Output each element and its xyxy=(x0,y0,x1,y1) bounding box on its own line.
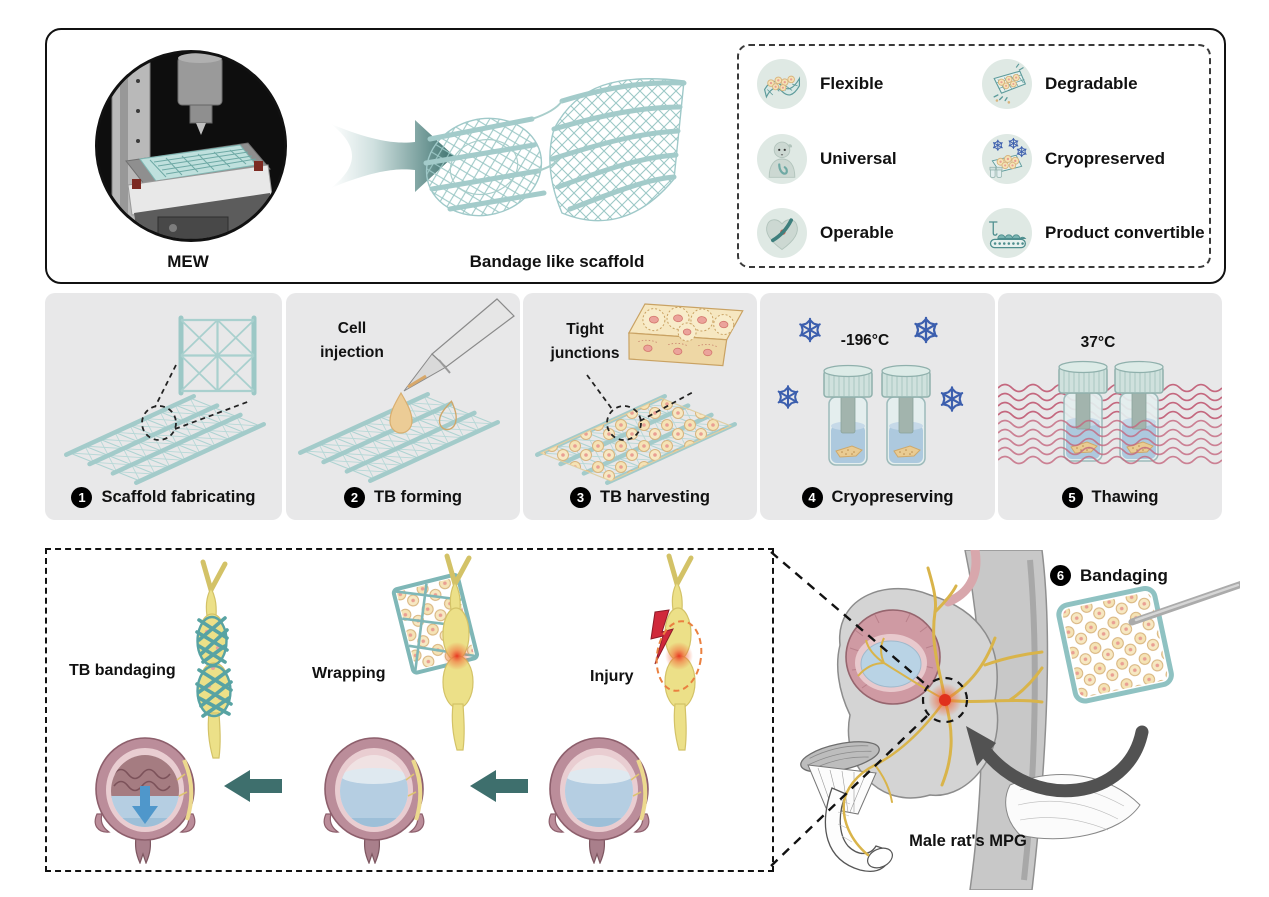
top-overview-box: MEW Bandage xyxy=(45,28,1226,284)
step-caption: 4 Cryopreserving xyxy=(760,487,995,508)
property-label: Degradable xyxy=(1045,74,1138,93)
panel-cryopreserving: -196°C 4 Cryopreserving xyxy=(760,293,995,520)
step-number-badge: 5 xyxy=(1061,487,1083,508)
step-caption: 2 TB forming xyxy=(286,487,520,508)
flow-arrow-icon xyxy=(331,120,454,192)
property-universal: Universal xyxy=(757,134,897,184)
step-number-badge: 2 xyxy=(344,487,365,508)
property-operable: Operable xyxy=(757,208,894,258)
step-label: Scaffold fabricating xyxy=(101,488,256,506)
cell-injection-annotation: Cell injection xyxy=(320,320,384,362)
mew-label: MEW xyxy=(167,252,209,271)
bandaged-nerve-illustration xyxy=(195,559,233,759)
tight-junctions-annotation: Tight junctions xyxy=(550,321,620,363)
injured-nerve-illustration xyxy=(650,553,703,751)
stage-label-tb-bandaging: TB bandaging xyxy=(69,662,176,679)
step-label: Cryopreserving xyxy=(831,488,954,506)
property-degradable: Degradable xyxy=(982,59,1138,109)
step-caption: 5 Thawing xyxy=(998,487,1222,508)
mew-printer-photo xyxy=(95,50,287,242)
property-label: Flexible xyxy=(820,74,884,93)
baby-icon xyxy=(757,134,807,184)
properties-box: Flexible Universal xyxy=(737,44,1211,268)
cryopreserving-illustration xyxy=(760,293,995,466)
bandage-scaffold-illustration xyxy=(423,78,687,222)
tb-harvesting-illustration xyxy=(523,303,744,520)
temperature-annotation: 37°C xyxy=(1080,334,1116,351)
bandaging-step-caption: 6 Bandaging xyxy=(1050,565,1168,586)
anatomy-label: Male rat's MPG xyxy=(909,832,1027,850)
treatment-sequence-box: TB bandaging Wrapping Injury xyxy=(45,548,774,872)
tb-forming-illustration xyxy=(286,298,515,520)
scaffold-fabricating-illustration xyxy=(45,315,282,520)
frozen-cells-icon xyxy=(982,134,1032,184)
step-label: Thawing xyxy=(1091,488,1159,506)
flexible-mesh-icon xyxy=(757,59,807,109)
property-cryopreserved: Cryopreserved xyxy=(982,134,1165,184)
degrading-mesh-icon xyxy=(982,59,1032,109)
property-label: Operable xyxy=(820,223,894,242)
bladder-with-injury xyxy=(548,737,650,864)
step-label: TB harvesting xyxy=(599,488,711,506)
production-line-icon xyxy=(982,208,1032,258)
step-number-badge: 3 xyxy=(569,487,591,508)
step-number-badge: 6 xyxy=(1050,565,1071,586)
property-label: Product convertible xyxy=(1045,223,1205,242)
bladder-after-bandaging xyxy=(94,737,196,864)
panel-scaffold-fabricating: 1 Scaffold fabricating xyxy=(45,293,282,520)
bladder-before-wrapping xyxy=(323,737,425,864)
step-number-badge: 1 xyxy=(71,487,93,508)
bandage-transfer-arrow xyxy=(979,725,1149,798)
property-product-convertible: Product convertible xyxy=(982,208,1205,258)
step-label: Bandaging xyxy=(1080,565,1168,585)
left-arrow-icon xyxy=(224,770,282,802)
thawing-illustration xyxy=(998,360,1222,465)
step-number-badge: 4 xyxy=(801,487,823,508)
stage-label-wrapping: Wrapping xyxy=(312,665,386,682)
property-label: Universal xyxy=(820,149,897,168)
panel-tb-harvesting: Tight junctions 3 TB harvesting xyxy=(523,293,757,520)
temperature-annotation: -196°C xyxy=(840,332,890,349)
step-caption: 3 TB harvesting xyxy=(523,487,757,508)
left-arrow-icon xyxy=(470,770,528,802)
mew-printer-illustration xyxy=(98,53,284,239)
property-flexible: Flexible xyxy=(757,59,883,109)
snowflake-icon xyxy=(777,386,799,408)
tb-bandage-patch xyxy=(1056,585,1174,704)
stage-label-injury: Injury xyxy=(590,668,634,685)
property-label: Cryopreserved xyxy=(1045,149,1166,168)
snowflake-icon xyxy=(940,387,964,410)
step-label: TB forming xyxy=(374,488,462,506)
step-caption: 1 Scaffold fabricating xyxy=(45,487,282,508)
wrapping-nerve-illustration xyxy=(391,553,479,751)
panel-thawing: 37°C 5 Thawing xyxy=(998,293,1222,520)
heart-surgery-icon xyxy=(757,208,807,258)
panel-tb-forming: Cell injection 2 TB forming xyxy=(286,293,520,520)
bandage-scaffold-label: Bandage like scaffold xyxy=(469,252,645,271)
